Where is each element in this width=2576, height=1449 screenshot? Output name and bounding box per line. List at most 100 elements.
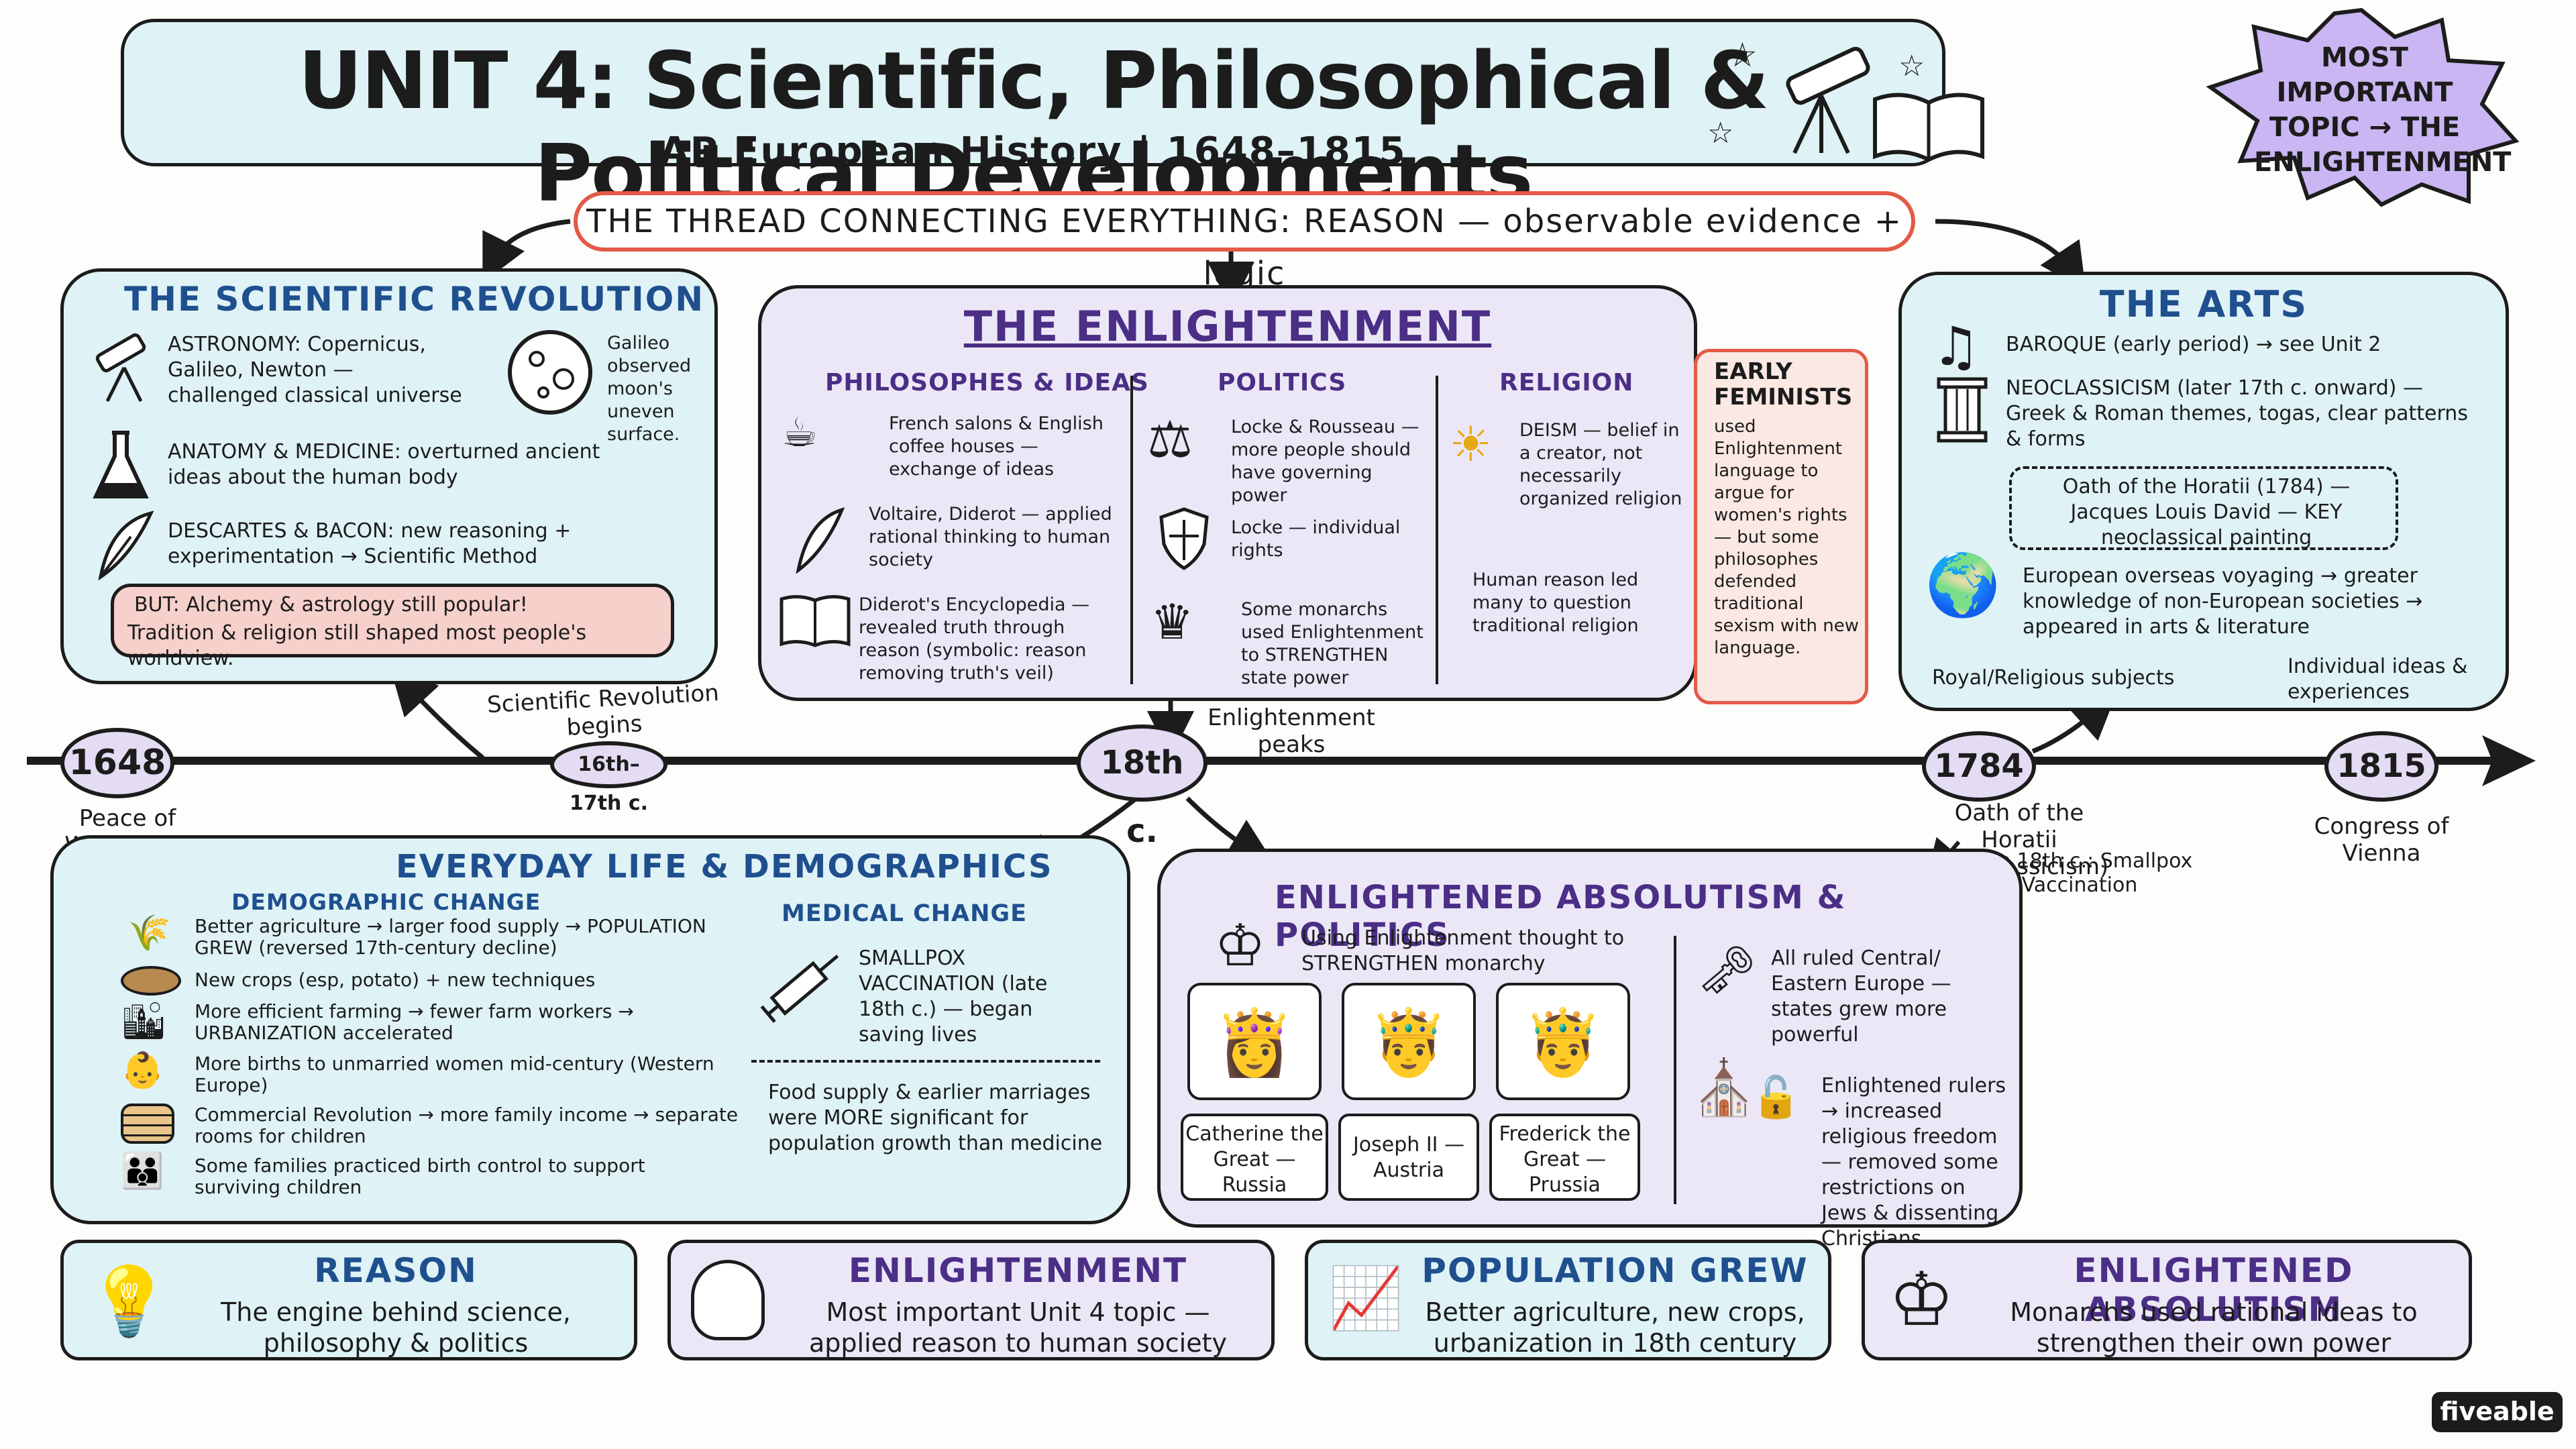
baby-icon: 👶 <box>121 1051 164 1091</box>
demographic-item: More births to unmarried women mid-centu… <box>195 1053 714 1096</box>
family-icon: 👪 <box>121 1151 164 1191</box>
lightbulb-icon: 💡 <box>87 1262 171 1340</box>
descartes-text: DESCARTES & BACON: new reasoning + exper… <box>168 519 572 568</box>
quill-icon <box>98 511 154 581</box>
moon-icon <box>508 330 592 415</box>
summary-title: REASON <box>314 1251 478 1290</box>
enlightened-absolutism-panel: ENLIGHTENED ABSOLUTISM & POLITICS ♔ Usin… <box>1157 849 2023 1250</box>
open-book-icon <box>1873 93 1984 162</box>
summary-card-enlightenment: ENLIGHTENMENT Most important Unit 4 topi… <box>667 1240 1275 1360</box>
medical-note: Food supply & earlier marriages were MOR… <box>768 1081 1103 1155</box>
medical-text: SMALLPOX VACCINATION (late 18th c.) — be… <box>859 947 1048 1046</box>
scientific-revolution-panel: THE SCIENTIFIC REVOLUTION ASTRONOMY: Cop… <box>60 268 718 684</box>
demographic-item: Better agriculture → larger food supply … <box>195 915 706 959</box>
ruler-portrait-joseph: 🤴 <box>1342 983 1476 1100</box>
telescope-icon <box>95 333 146 402</box>
absolutism-central: All ruled Central/ Eastern Europe — stat… <box>1771 947 1951 1046</box>
column-divider <box>1436 376 1438 684</box>
politics-item: Some monarchs used Enlightenment to STRE… <box>1241 599 1424 688</box>
coins-icon <box>121 1104 174 1144</box>
demographic-item: Commercial Revolution → more family inco… <box>195 1104 739 1147</box>
demographic-item: More efficient farming → fewer farm work… <box>195 1000 634 1044</box>
column-divider <box>1130 376 1133 684</box>
callout-title: EARLY FEMINISTS <box>1714 358 1853 411</box>
music-note-icon: ♫ <box>1932 315 1980 378</box>
summary-card-reason: 💡 REASON The engine behind science, phil… <box>60 1240 637 1360</box>
galileo-text: Galileo observed moon's uneven surface. <box>607 333 692 445</box>
religion-item: Human reason led many to question tradit… <box>1472 570 1639 636</box>
oath-text: Oath of the Horatii (1784) — Jacques Lou… <box>2062 475 2351 549</box>
philosophes-item: French salons & English coffee houses — … <box>889 413 1104 480</box>
panel-title: EVERYDAY LIFE & DEMOGRAPHICS <box>396 848 1053 885</box>
summary-title: ENLIGHTENED ABSOLUTISM <box>2074 1251 2354 1329</box>
panel-title: THE ENLIGHTENMENT <box>963 302 1492 351</box>
column-title-philosophes: PHILOSOPHES & IDEAS <box>825 369 1149 396</box>
summary-card-population: 📈 POPULATION GREW Better agriculture, ne… <box>1305 1240 1831 1360</box>
summary-card-absolutism: ♔ ENLIGHTENED ABSOLUTISM Monarchs used r… <box>1862 1240 2472 1360</box>
panel-title: THE SCIENTIFIC REVOLUTION <box>124 280 705 319</box>
but-line-1: BUT: Alchemy & astrology still popular! <box>134 593 528 616</box>
starburst-shape <box>2206 7 2520 207</box>
demographic-item: New crops (esp, potato) + new techniques <box>195 969 596 991</box>
early-feminists-callout: EARLY FEMINISTS used Enlightenment langu… <box>1694 349 1868 704</box>
column-divider <box>1674 936 1676 1204</box>
neoclassicism-text: NEOCLASSICISM (later 17th c. onward) — G… <box>2006 376 2468 451</box>
ruler-label: Catherine the Great — Russia <box>1181 1114 1328 1201</box>
timeline-node-16-17c: 16th–17th c. <box>550 741 667 815</box>
callout-text: used Enlightenment language to argue for… <box>1714 417 1859 658</box>
section-title-demographic: DEMOGRAPHIC CHANGE <box>231 889 541 915</box>
unlocked-padlock-icon: 🔓 <box>1751 1074 1801 1121</box>
subjects-from: Royal/Religious subjects <box>1932 666 2175 690</box>
page-subtitle: AP European History | 1648–1815 <box>659 129 1407 173</box>
timeline-node-1815: 1815 <box>2324 731 2438 802</box>
column-title-politics: POLITICS <box>1218 369 1347 396</box>
demographic-item: Some families practiced birth control to… <box>195 1155 645 1198</box>
summary-text: Better agriculture, new crops, urbanizat… <box>1425 1297 1805 1358</box>
flask-icon <box>93 431 149 498</box>
arts-panel: THE ARTS ♫ BAROQUE (early period) → see … <box>1898 272 2509 711</box>
enlightenment-panel: THE ENLIGHTENMENT PHILOSOPHES & IDEAS PO… <box>758 285 1697 701</box>
timeline-label-congress: Congress of Vienna <box>2314 813 2449 867</box>
astronomy-text: ASTRONOMY: Copernicus, Galileo, Newton —… <box>168 333 462 407</box>
telescope-icon <box>1786 46 1870 154</box>
panel-title: THE ARTS <box>2099 283 2308 325</box>
wheat-icon: 🌾 <box>127 913 171 953</box>
timeline-node-1648: 1648 <box>60 728 174 798</box>
oath-callout: Oath of the Horatii (1784) — Jacques Lou… <box>2009 466 2398 550</box>
shield-icon <box>1159 507 1209 570</box>
panel-title: ENLIGHTENED ABSOLUTISM & POLITICS <box>1275 879 1847 954</box>
subjects-to: Individual ideas & experiences <box>2288 655 2468 704</box>
sun-icon: ☀ <box>1449 416 1493 472</box>
ruler-portrait-catherine: 👸 <box>1187 983 1322 1100</box>
ruler-label: Joseph II — Austria <box>1338 1114 1479 1201</box>
scales-icon: ⚖ <box>1147 409 1193 469</box>
baroque-text: BAROQUE (early period) → see Unit 2 <box>2006 333 2381 356</box>
summary-title: POPULATION GREW <box>1421 1251 1809 1290</box>
voyaging-text: European overseas voyaging → greater kno… <box>2023 564 2423 639</box>
population-growth-icon: 📈 <box>1328 1263 1404 1334</box>
politics-item: Locke — individual rights <box>1231 517 1401 561</box>
absolutism-freedom: Enlightened rulers → increased religious… <box>1821 1074 2006 1250</box>
politics-item: Locke & Rousseau — more people should ha… <box>1231 417 1419 506</box>
head-brain-icon <box>691 1260 765 1340</box>
philosophes-item: Diderot's Encyclopedia — revealed truth … <box>859 594 1090 684</box>
section-title-medical: MEDICAL CHANGE <box>782 900 1028 927</box>
everyday-life-panel: EVERYDAY LIFE & DEMOGRAPHICS DEMOGRAPHIC… <box>50 835 1130 1224</box>
but-callout: BUT: Alchemy & astrology still popular! … <box>111 584 674 670</box>
column-title-religion: RELIGION <box>1499 369 1634 396</box>
key-icon: 🗝 <box>1697 943 1757 998</box>
timeline-node-1784: 1784 <box>1922 731 2036 802</box>
coffee-cup-icon: ☕ <box>782 409 818 456</box>
summary-title: ENLIGHTENMENT <box>848 1251 1188 1290</box>
thread-banner: THE THREAD CONNECTING EVERYTHING: REASON… <box>574 191 1915 292</box>
absolutism-intro: Using Enlightenment thought to STRENGTHE… <box>1301 926 1625 975</box>
quill-icon <box>796 507 845 574</box>
timeline-arrowhead <box>2482 735 2536 786</box>
book-icon <box>780 595 851 647</box>
timeline-node-18c: 18th c. <box>1077 724 1208 850</box>
ruler-portrait-frederick: 🤴 <box>1496 983 1630 1100</box>
fiveable-watermark: fiveable <box>2432 1392 2563 1432</box>
crown-icon: ♔ <box>1214 912 1267 979</box>
crown-icon: ♔ <box>1888 1256 1955 1342</box>
